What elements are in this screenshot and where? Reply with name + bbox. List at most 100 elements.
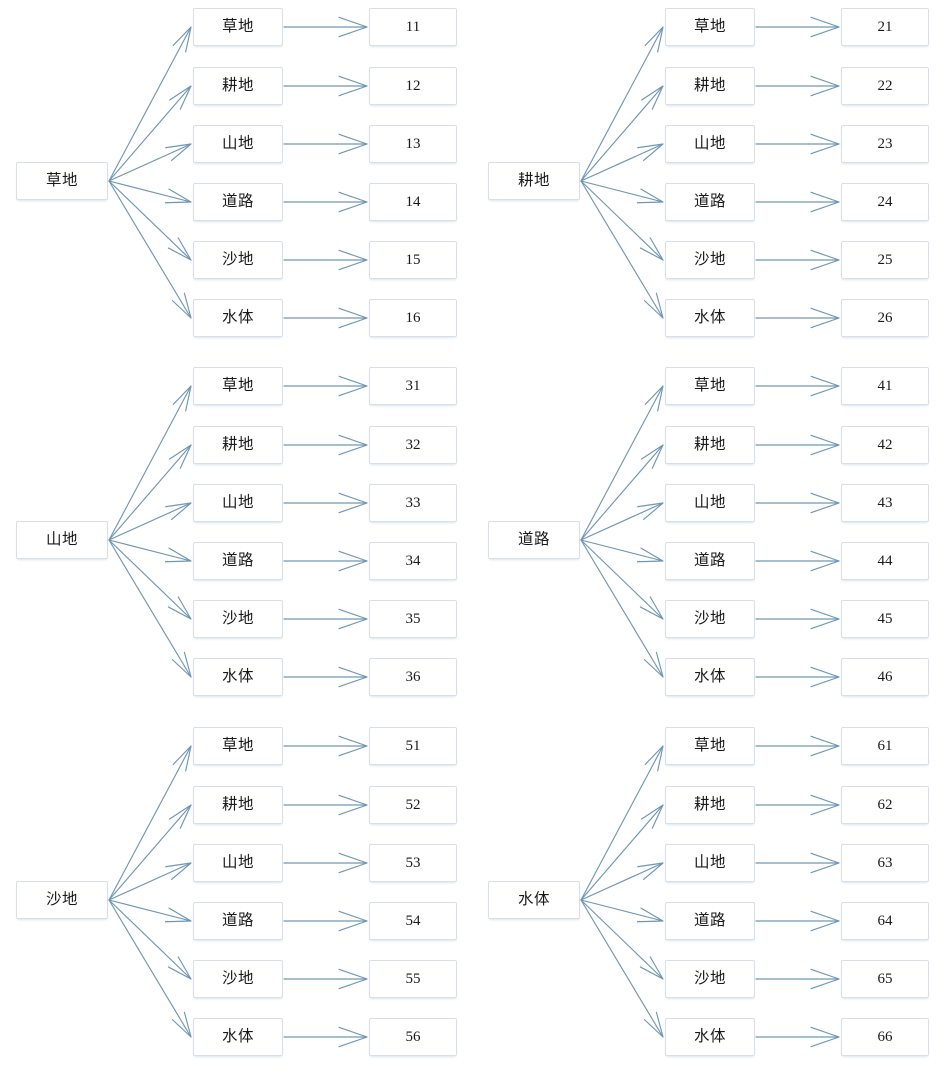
value-label: 26 (877, 309, 893, 326)
source-box[interactable]: 山地 (16, 521, 108, 559)
category-box[interactable]: 耕地 (193, 786, 283, 824)
category-box[interactable]: 道路 (193, 542, 283, 580)
category-label: 沙地 (693, 250, 726, 269)
source-box[interactable]: 耕地 (488, 162, 580, 200)
source-box[interactable]: 道路 (488, 521, 580, 559)
value-box[interactable]: 46 (841, 658, 929, 696)
value-box[interactable]: 66 (841, 1018, 929, 1056)
value-label: 56 (405, 1028, 421, 1045)
value-box[interactable]: 26 (841, 299, 929, 337)
source-box[interactable]: 草地 (16, 162, 108, 200)
source-label: 草地 (45, 171, 78, 190)
category-label: 山地 (693, 853, 726, 872)
category-box[interactable]: 沙地 (193, 960, 283, 998)
category-box[interactable]: 水体 (665, 299, 755, 337)
value-box[interactable]: 55 (369, 960, 457, 998)
category-box[interactable]: 沙地 (665, 241, 755, 279)
value-box[interactable]: 16 (369, 299, 457, 337)
value-box[interactable]: 61 (841, 727, 929, 765)
value-label: 16 (405, 309, 421, 326)
category-box[interactable]: 草地 (665, 727, 755, 765)
category-box[interactable]: 草地 (193, 367, 283, 405)
source-box[interactable]: 水体 (488, 881, 580, 919)
source-label: 沙地 (45, 890, 78, 909)
value-box[interactable]: 34 (369, 542, 457, 580)
category-box[interactable]: 草地 (665, 367, 755, 405)
category-box[interactable]: 山地 (665, 125, 755, 163)
value-box[interactable]: 25 (841, 241, 929, 279)
value-box[interactable]: 64 (841, 902, 929, 940)
category-label: 山地 (693, 493, 726, 512)
category-box[interactable]: 道路 (665, 542, 755, 580)
value-box[interactable]: 41 (841, 367, 929, 405)
category-box[interactable]: 山地 (665, 844, 755, 882)
value-box[interactable]: 24 (841, 183, 929, 221)
value-box[interactable]: 32 (369, 426, 457, 464)
value-label: 54 (405, 912, 421, 929)
value-box[interactable]: 56 (369, 1018, 457, 1056)
category-box[interactable]: 沙地 (193, 600, 283, 638)
value-box[interactable]: 33 (369, 484, 457, 522)
value-box[interactable]: 65 (841, 960, 929, 998)
value-box[interactable]: 52 (369, 786, 457, 824)
category-label: 草地 (693, 17, 726, 36)
category-box[interactable]: 道路 (665, 902, 755, 940)
value-box[interactable]: 12 (369, 67, 457, 105)
transition-group: 水体 草地 61 耕地 62 山地 63 道路 64 沙地 65 水体 66 (472, 719, 944, 1078)
category-box[interactable]: 水体 (193, 1018, 283, 1056)
value-box[interactable]: 31 (369, 367, 457, 405)
value-box[interactable]: 22 (841, 67, 929, 105)
value-label: 45 (877, 610, 893, 627)
value-box[interactable]: 14 (369, 183, 457, 221)
value-box[interactable]: 51 (369, 727, 457, 765)
value-box[interactable]: 62 (841, 786, 929, 824)
value-box[interactable]: 15 (369, 241, 457, 279)
category-label: 道路 (221, 192, 254, 211)
category-box[interactable]: 耕地 (665, 786, 755, 824)
value-box[interactable]: 45 (841, 600, 929, 638)
category-box[interactable]: 水体 (193, 299, 283, 337)
value-box[interactable]: 63 (841, 844, 929, 882)
category-box[interactable]: 道路 (193, 183, 283, 221)
source-box[interactable]: 沙地 (16, 881, 108, 919)
category-label: 耕地 (221, 435, 254, 454)
category-box[interactable]: 草地 (193, 8, 283, 46)
category-box[interactable]: 道路 (193, 902, 283, 940)
transition-group: 沙地 草地 51 耕地 52 山地 53 道路 54 沙地 55 水体 56 (0, 719, 472, 1078)
value-box[interactable]: 42 (841, 426, 929, 464)
value-box[interactable]: 44 (841, 542, 929, 580)
category-box[interactable]: 沙地 (193, 241, 283, 279)
category-box[interactable]: 山地 (193, 484, 283, 522)
category-box[interactable]: 耕地 (193, 426, 283, 464)
category-box[interactable]: 耕地 (665, 426, 755, 464)
value-box[interactable]: 21 (841, 8, 929, 46)
category-box[interactable]: 草地 (665, 8, 755, 46)
value-label: 46 (877, 668, 893, 685)
value-box[interactable]: 13 (369, 125, 457, 163)
category-box[interactable]: 山地 (665, 484, 755, 522)
value-box[interactable]: 54 (369, 902, 457, 940)
category-box[interactable]: 水体 (665, 1018, 755, 1056)
value-box[interactable]: 36 (369, 658, 457, 696)
category-box[interactable]: 水体 (665, 658, 755, 696)
value-box[interactable]: 11 (369, 8, 457, 46)
value-label: 52 (405, 796, 421, 813)
category-box[interactable]: 沙地 (665, 960, 755, 998)
category-box[interactable]: 山地 (193, 125, 283, 163)
category-box[interactable]: 耕地 (193, 67, 283, 105)
category-box[interactable]: 水体 (193, 658, 283, 696)
value-label: 61 (877, 737, 893, 754)
category-box[interactable]: 沙地 (665, 600, 755, 638)
value-box[interactable]: 43 (841, 484, 929, 522)
category-box[interactable]: 耕地 (665, 67, 755, 105)
category-box[interactable]: 草地 (193, 727, 283, 765)
value-box[interactable]: 35 (369, 600, 457, 638)
transition-group: 耕地 草地 21 耕地 22 山地 23 道路 24 沙地 25 水体 26 (472, 0, 944, 359)
category-label: 道路 (693, 192, 726, 211)
category-box[interactable]: 道路 (665, 183, 755, 221)
category-label: 水体 (221, 667, 254, 686)
value-box[interactable]: 53 (369, 844, 457, 882)
category-label: 山地 (221, 853, 254, 872)
value-box[interactable]: 23 (841, 125, 929, 163)
category-box[interactable]: 山地 (193, 844, 283, 882)
